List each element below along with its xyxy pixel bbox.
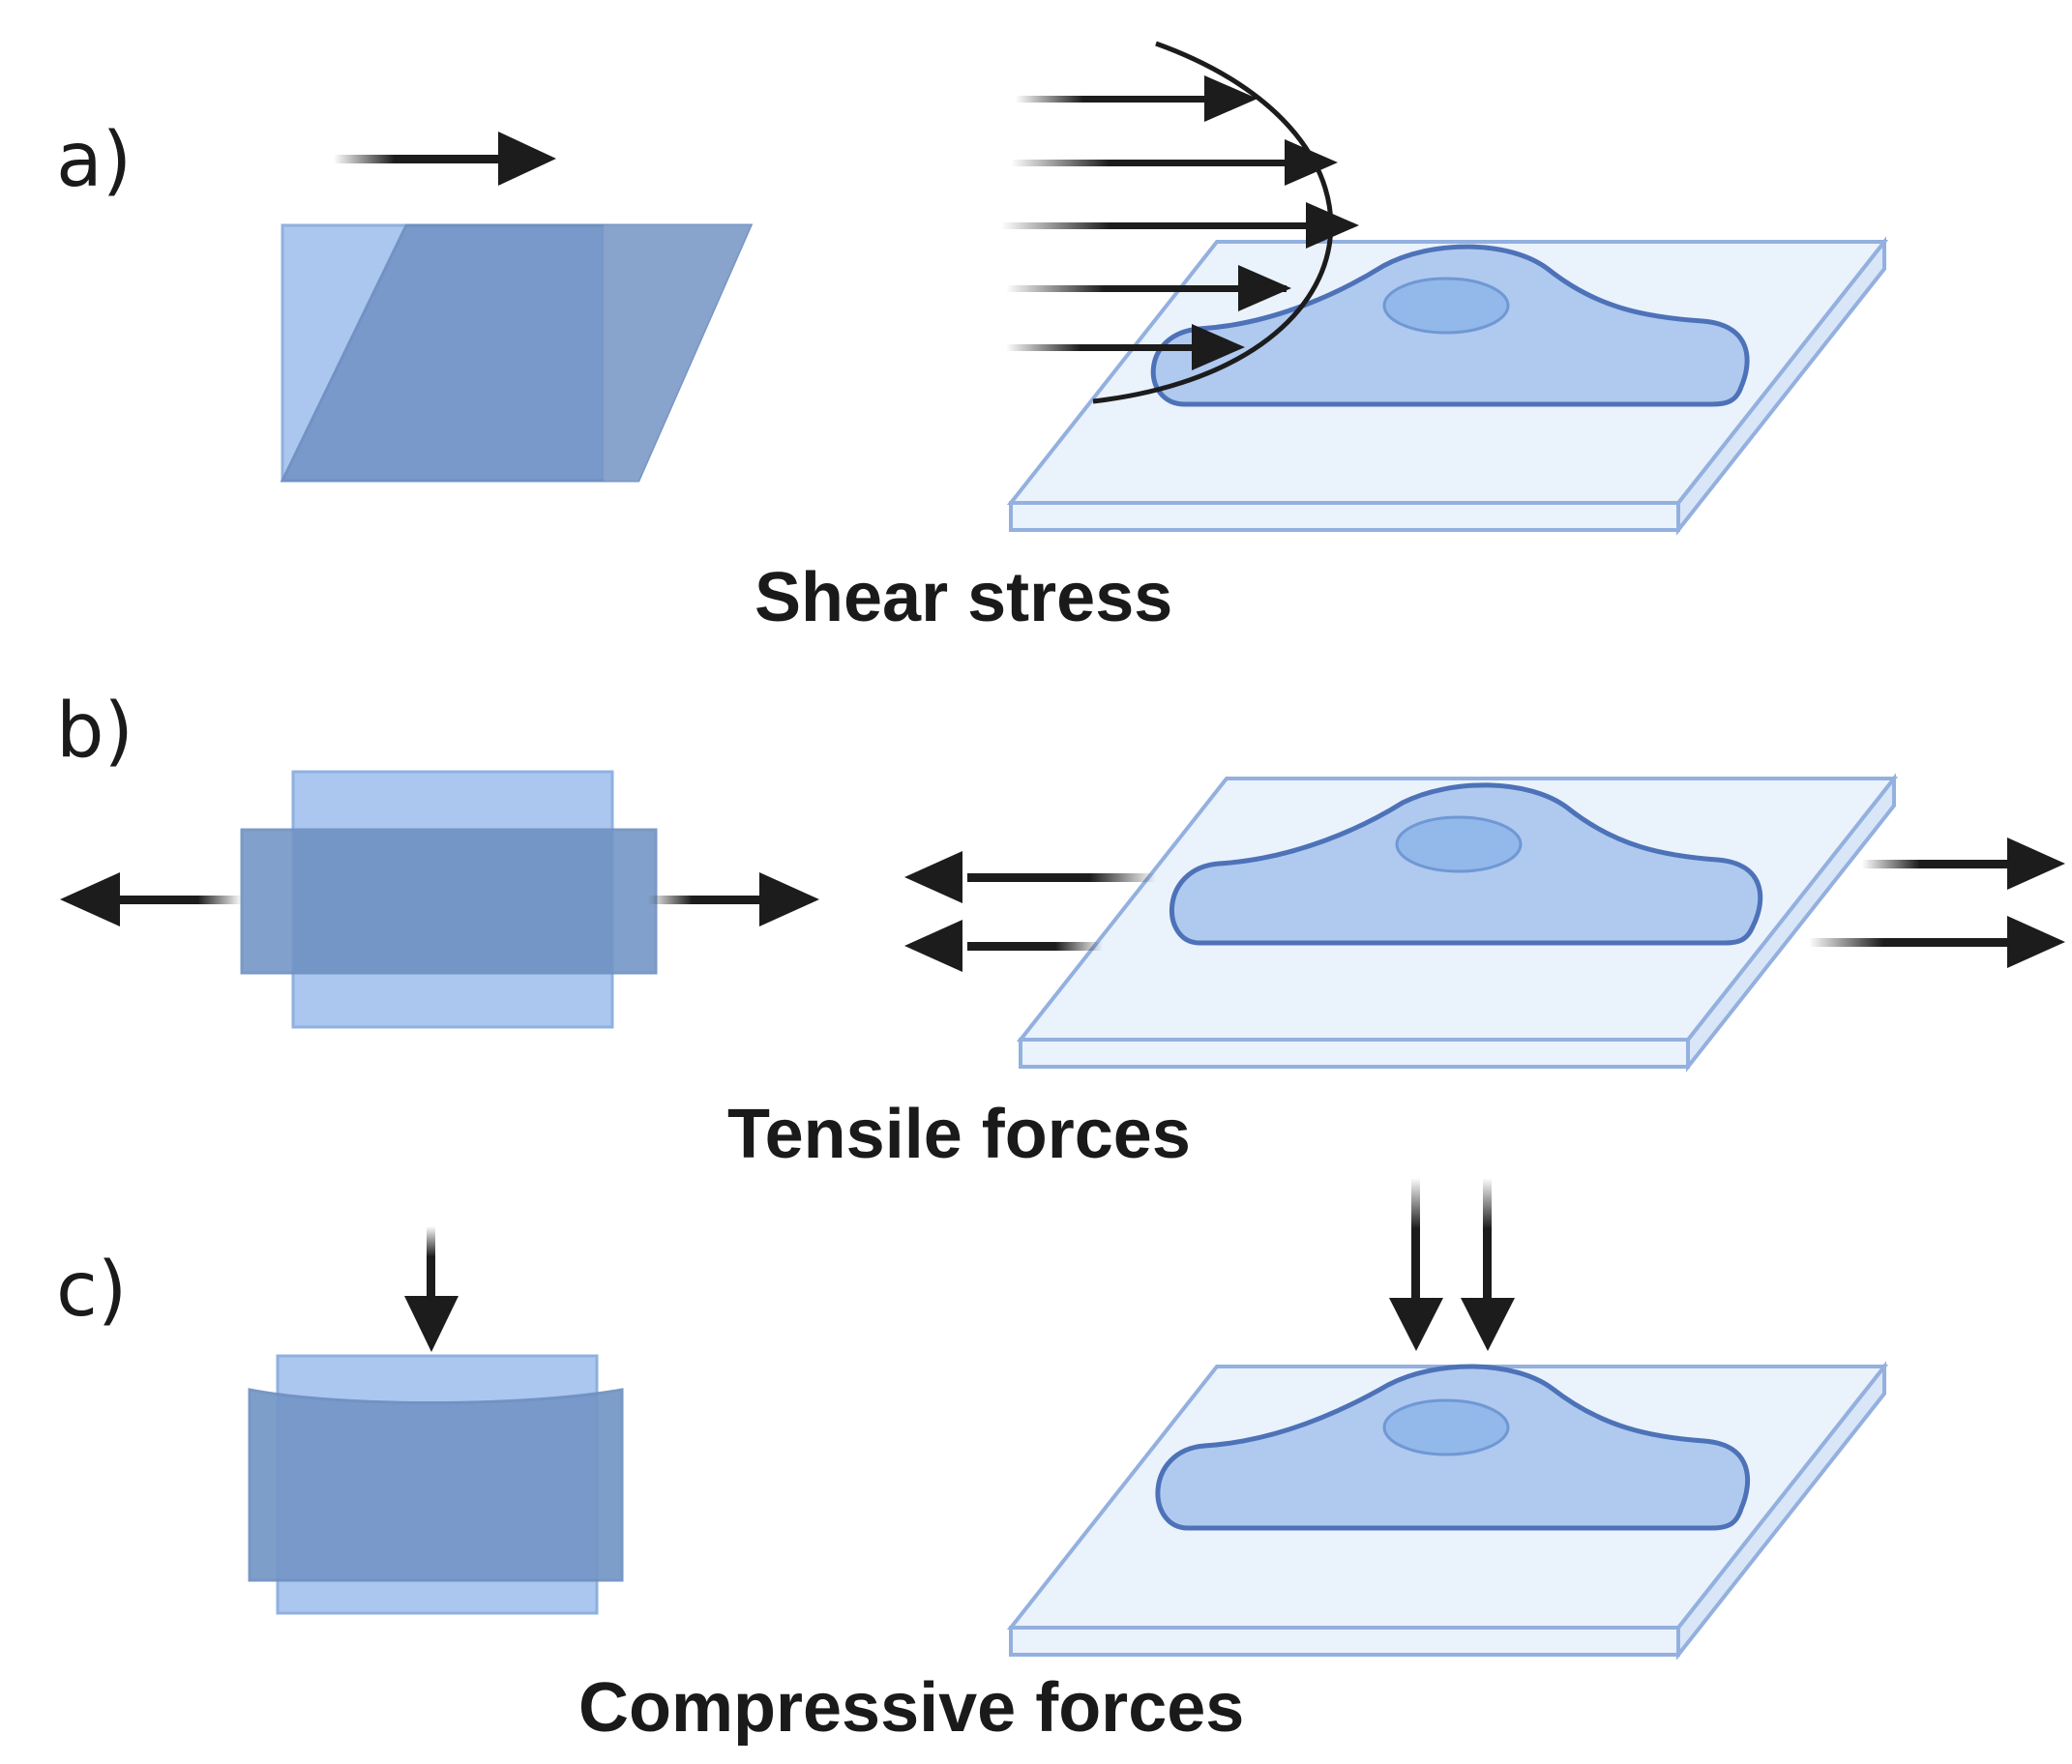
compressive-plate-arrows-icon (1389, 1178, 1515, 1351)
shear-block (280, 223, 754, 483)
tensile-block-arrow-left-icon (60, 872, 242, 926)
shear-velocity-profile (1092, 41, 1334, 404)
compressive-block-arrow-icon (404, 1226, 459, 1352)
panel-a-letter: a) (56, 117, 132, 204)
compressive-forces-caption: Compressive forces (578, 1669, 1244, 1747)
panel-b-letter: b) (56, 688, 133, 775)
tensile-plate-arrows-left-icon (904, 851, 1156, 972)
shear-arrow-icon (334, 132, 556, 186)
shear-flow-arrows-icon (1001, 75, 1359, 370)
tensile-plate-arrows-right-icon (1809, 838, 2065, 968)
compressive-cell (1155, 1364, 1751, 1531)
panel-a: a) (56, 41, 1889, 636)
tensile-forces-caption: Tensile forces (727, 1096, 1191, 1173)
panel-b: b) (56, 688, 2065, 1173)
tensile-cell (1169, 782, 1763, 946)
panel-c: c) Compressive forces (56, 1178, 1889, 1747)
tensile-block (240, 770, 658, 1029)
shear-stress-caption: Shear stress (755, 559, 1172, 636)
tensile-block-arrow-right-icon (648, 872, 819, 926)
compressive-block (248, 1354, 624, 1615)
panel-c-letter: c) (56, 1247, 127, 1334)
